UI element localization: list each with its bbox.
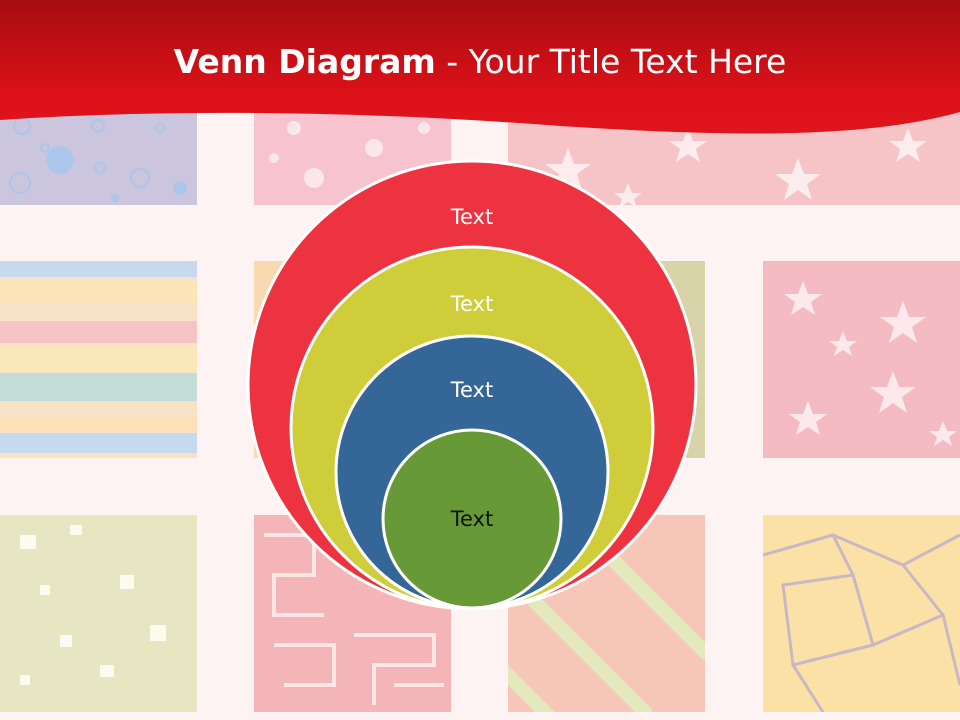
- page-title: Venn Diagram - Your Title Text Here: [0, 40, 960, 84]
- circle-outer-label: Text: [450, 205, 493, 229]
- pattern-tile-stars: [763, 261, 960, 458]
- circle-third-label: Text: [450, 378, 493, 402]
- header-band: [0, 0, 960, 134]
- pattern-tile-mosaic: [763, 515, 960, 712]
- circle-second-label: Text: [450, 292, 493, 316]
- circle-inner-label: Text: [450, 507, 493, 531]
- pattern-tile-stripes: [0, 261, 197, 458]
- circle-inner[interactable]: [381, 428, 563, 610]
- title-bold-text: Venn Diagram: [173, 42, 436, 81]
- pattern-tile-squares: [0, 515, 197, 712]
- title-rest-text: - Your Title Text Here: [435, 42, 787, 81]
